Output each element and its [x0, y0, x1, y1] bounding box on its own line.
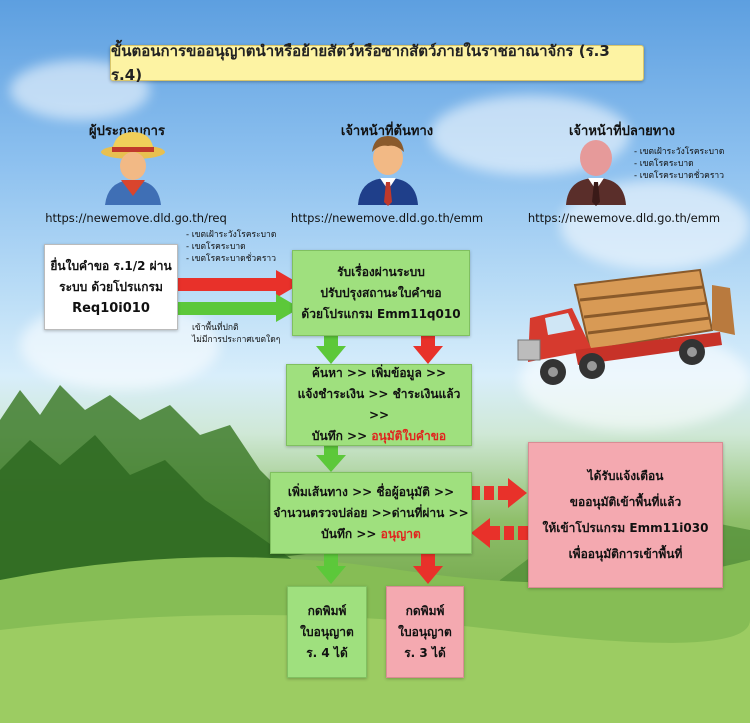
receive-line-2: ปรับปรุงสถานะใบคำขอ — [320, 285, 442, 300]
notification-box: ได้รับแจ้งเตือน ขออนุมัติเข้าพื้นที่แล้ว… — [528, 442, 723, 588]
notify-line-3: ให้เข้าโปรแกรม Emm11i030 — [542, 521, 709, 535]
role-origin-label: เจ้าหน้าที่ต้นทาง — [340, 124, 434, 139]
receive-line-1: รับเรื่องผ่านระบบ — [337, 264, 425, 279]
green-down-arrow-1 — [316, 336, 346, 364]
route-line-2: จำนวนตรวจปล่อย >>ด่านที่ผ่าน >> — [273, 505, 469, 520]
notify-line-4: เพื่ออนุมัติการเข้าพื้นที่ — [568, 547, 683, 561]
zone-note: - เขตโรคระบาด — [186, 242, 246, 252]
print-r3-line-2: ใบอนุญาต — [398, 624, 452, 639]
red-path-arrow — [178, 270, 300, 298]
destination-zone-notes: - เขตเฝ้าระวังโรคระบาด - เขตโรคระบาด - เ… — [634, 146, 724, 182]
zone-note: - เขตโรคระบาด — [634, 159, 694, 169]
search-line-3: บันทึก >> อนุมัติใบคำขอ — [312, 426, 446, 447]
receive-request-box: รับเรื่องผ่านระบบ ปรับปรุงสถานะใบคำขอ ด้… — [292, 250, 470, 336]
print-r3-box: กดพิมพ์ ใบอนุญาต ร. 3 ได้ — [386, 586, 464, 678]
zone-note: - เขตโรคระบาดชั่วคราว — [186, 254, 276, 264]
submit-line-1: ยื่นใบคำขอ ร.1/2 ผ่าน — [50, 258, 172, 273]
add-route-box: เพิ่มเส้นทาง >> ชื่อผู้อนุมัติ >> จำนวนต… — [270, 472, 472, 554]
permit-label: อนุญาต — [380, 526, 421, 541]
notify-line-1: ได้รับแจ้งเตือน — [587, 469, 664, 483]
print-r4-box: กดพิมพ์ ใบอนุญาต ร. 4 ได้ — [287, 586, 367, 678]
submit-request-box: ยื่นใบคำขอ ร.1/2 ผ่าน ระบบ ด้วยโปรแกรม R… — [44, 244, 178, 330]
submit-line-3: Req10i010 — [72, 300, 150, 316]
receive-line-3: ด้วยโปรแกรม Emm11q010 — [301, 306, 461, 321]
zone-note: - เขตเฝ้าระวังโรคระบาด — [186, 230, 277, 240]
notify-line-2: ขออนุมัติเข้าพื้นที่แล้ว — [569, 495, 682, 509]
operator-url: https://newemove.dld.go.th/req — [45, 211, 227, 225]
green-path-notes: เข้าพื้นที่ปกติ ไม่มีการประกาศเขตใดๆ — [192, 322, 280, 346]
zone-note: - เขตเฝ้าระวังโรคระบาด — [634, 147, 725, 157]
search-line-1: ค้นหา >> เพิ่มข้อมูล >> — [311, 366, 447, 380]
search-line-2: แจ้งชำระเงิน >> ชำระเงินแล้ว >> — [297, 387, 461, 422]
origin-url: https://newemove.dld.go.th/emm — [290, 211, 484, 225]
print-r4-line-2: ใบอนุญาต — [300, 624, 354, 639]
role-destination-label: เจ้าหน้าที่ปลายทาง — [568, 124, 676, 139]
destination-url: https://newemove.dld.go.th/emm — [527, 211, 721, 225]
search-approve-box: ค้นหา >> เพิ่มข้อมูล >> แจ้งชำระเงิน >> … — [286, 364, 472, 446]
print-r3-line-3: ร. 3 ได้ — [404, 645, 446, 660]
submit-line-2: ระบบ ด้วยโปรแกรม — [59, 279, 163, 294]
route-line-3-prefix: บันทึก >> — [321, 526, 381, 541]
zone-note: - เขตโรคระบาดชั่วคราว — [634, 171, 724, 181]
normal-area-note: ไม่มีการประกาศเขตใดๆ — [192, 335, 281, 345]
print-r4-line-1: กดพิมพ์ — [307, 603, 347, 618]
search-line-3-prefix: บันทึก >> — [311, 429, 372, 443]
route-line-1: เพิ่มเส้นทาง >> ชื่อผู้อนุมัติ >> — [287, 484, 455, 499]
red-down-arrow-1 — [413, 336, 443, 364]
print-r3-line-1: กดพิมพ์ — [405, 603, 445, 618]
farmer-icon — [101, 132, 165, 205]
forest-meadow-background — [0, 385, 750, 723]
normal-area-note: เข้าพื้นที่ปกติ — [192, 323, 239, 333]
red-path-notes: - เขตเฝ้าระวังโรคระบาด - เขตโรคระบาด - เ… — [186, 229, 276, 265]
print-r4-line-3: ร. 4 ได้ — [306, 645, 348, 660]
cloud — [560, 180, 750, 270]
approve-request-label: อนุมัติใบคำขอ — [371, 429, 447, 443]
officer-icon — [358, 136, 418, 206]
page-title: ขั้นตอนการขออนุญาตนำหรือย้ายสัตว์หรือซาก… — [110, 42, 644, 84]
role-operator-label: ผู้ประกอบการ — [89, 124, 165, 139]
route-line-3: บันทึก >> อนุญาต — [321, 524, 421, 545]
